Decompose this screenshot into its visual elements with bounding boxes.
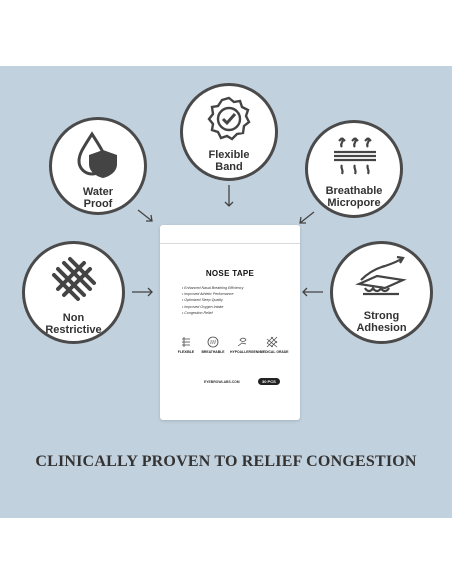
mesh-icon [266,336,278,348]
arrow-strong-adhesion [302,287,323,297]
water-proof-line1: Water [82,186,114,198]
non-restrictive-line1: Non [62,312,85,324]
benefit-item: Optimized Sleep Quality [182,297,243,303]
hand-leaf-icon [237,337,247,347]
package-icon-label: MEDICAL GRADE [260,350,289,354]
non-restrictive-line2: Restrictive [45,324,102,336]
flexible-band-line2: Band [215,161,243,173]
package-hypoallergenic: HYPOALLERGENIC [230,336,262,354]
package-benefits-list: Enhanced Nasal Breathing Efficiency Impr… [182,285,243,316]
adhesive-layer-icon [355,255,407,296]
benefit-item: Improved Athletic Performance [182,291,243,297]
breathable-line1: Breathable [325,185,383,197]
package-flexible: FLEXIBLE [174,336,198,354]
breathable-line2: Micropore [327,197,381,209]
package-icon-row: FLEXIBLE BREATHABLE HYPOALLERGENIC MEDIC… [174,336,290,362]
strong-adhesion-line1: Strong [363,310,400,322]
package-seal [160,225,300,244]
water-drop-shield-icon [77,131,117,178]
nose-tape-package: NOSE TAPE Enhanced Nasal Breathing Effic… [160,225,300,420]
package-breathable: BREATHABLE [201,336,225,354]
check-badge-icon [207,96,251,141]
benefit-item: Enhanced Nasal Breathing Efficiency [182,285,243,291]
arrow-water-proof [137,209,153,222]
arrow-breathable [299,211,315,224]
package-icon-label: BREATHABLE [201,350,225,354]
airflow-arrows-icon [334,137,376,175]
package-medical-grade: MEDICAL GRADE [260,336,289,354]
flexible-band-line1: Flexible [208,149,250,161]
benefit-item: Improved Oxygen Intake [182,304,243,310]
package-count-badge: 30 PCS [258,378,280,385]
arrow-flexible-band [224,185,234,207]
package-title: NOSE TAPE [205,269,255,278]
strong-adhesion-line2: Adhesion [356,322,407,334]
flexible-icon [182,337,190,347]
woven-fabric-icon [52,257,96,301]
water-proof-line2: Proof [83,198,113,210]
headline: CLINICALLY PROVEN TO RELIEF CONGESTION [35,453,417,470]
package-icon-label: FLEXIBLE [177,350,195,354]
package-website: EYEBROWLABS.COM [204,380,240,384]
breathable-circle-icon [207,336,219,348]
benefit-item: Congestion Relief [182,310,243,316]
arrow-non-restrictive [132,287,153,297]
package-icon-label: HYPOALLERGENIC [230,350,262,354]
